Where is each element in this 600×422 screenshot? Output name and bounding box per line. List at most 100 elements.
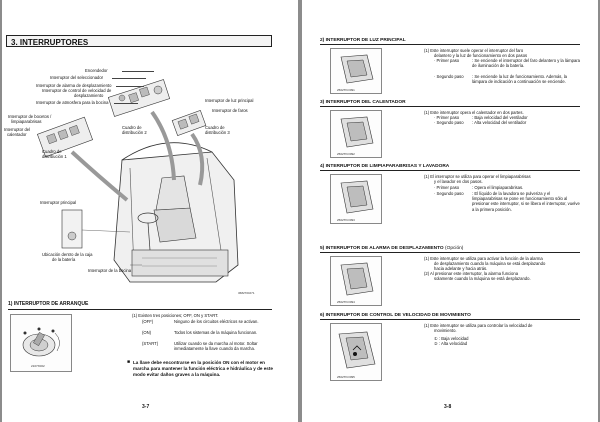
section-line: (1) Este interruptor se utiliza para act… xyxy=(424,256,543,261)
page-number: 3-7 xyxy=(142,404,150,410)
speed-option-low: ① : Baja velocidad xyxy=(434,336,469,341)
arranque-fig-code: 2107X002 xyxy=(31,364,45,368)
rocker-switch-icon xyxy=(338,331,376,369)
item-value: Ninguno de los circuitos eléctricos se a… xyxy=(174,319,259,324)
callout-ubicacion: Ubicación dentro de la caja xyxy=(42,252,93,257)
callout-bocina: Interruptor de la bocina xyxy=(88,268,132,273)
fig-code: 2502TKO094 xyxy=(337,300,355,304)
section-title: 4) INTERRUPTOR DE LIMPIAPARABRISAS Y LAV… xyxy=(320,164,450,169)
wiper-switch-figure: 2502TKO093 xyxy=(330,174,382,224)
callout-cuadro-1b: distribución 1 xyxy=(42,154,67,159)
light-switch-figure: 2502TKO091 xyxy=(330,48,382,94)
fig-code: 2502TKO095 xyxy=(337,375,355,379)
divider xyxy=(320,170,580,171)
callout-limpia-2: limpiaparabrisas xyxy=(11,119,42,124)
arranque-item-on: (ON) Todos los sistemas de la máquina fun… xyxy=(142,330,272,335)
step-value: : Opera el limpiaparabrisas. xyxy=(472,185,524,190)
divider xyxy=(320,319,580,320)
rocker-switch-icon xyxy=(340,180,374,214)
arranque-item-off: (OFF) Ninguno de los circuitos eléctricos… xyxy=(142,319,272,324)
divider xyxy=(8,309,272,310)
section-line: y el lavador en dos pasos. xyxy=(434,179,483,184)
arranque-figure: 2107X002 xyxy=(10,314,72,372)
divider xyxy=(320,44,580,45)
item-key: (START) xyxy=(142,341,159,346)
section-line: solamente cuando la máquina se está desp… xyxy=(434,276,531,281)
callout-calentador: Interruptor del xyxy=(4,127,31,132)
callout-luz-principal: Interruptor de luz principal xyxy=(205,98,254,103)
callout-atmosfera: Interruptor de atmosfera para la bocina xyxy=(36,100,109,105)
section-title: 3) INTERRUPTOR DEL CALENTADOR xyxy=(320,100,406,105)
section-title: 5) INTERRUPTOR DE ALARMA DE DESPLAZAMIEN… xyxy=(320,246,463,251)
page-number: 3-8 xyxy=(444,404,452,410)
rocker-switch-icon xyxy=(340,54,374,84)
warning-mark: ■ xyxy=(127,359,131,365)
item-value: Todos los sistemas de la máquina funcion… xyxy=(174,330,258,335)
arranque-item-start: (START) Utilizar cuando se da marcha al m… xyxy=(142,341,272,351)
step-value: : Se enciende el interruptor del faro de… xyxy=(472,58,581,69)
step-key: · Primer paso xyxy=(434,185,460,190)
step-value: : Se enciende la luz de funcionamiento. … xyxy=(472,74,567,85)
step-key: · Primer paso xyxy=(434,58,460,63)
step-item: · Segundo paso : Se enciende la luz de fu… xyxy=(434,74,580,84)
speed-option-high: ② : Alta velocidad xyxy=(434,341,468,346)
step-item: · Primer paso : Se enciende el interrupto… xyxy=(434,58,580,68)
leader-line xyxy=(114,103,138,104)
key-switch-icon xyxy=(22,327,60,357)
item-key: (OFF) xyxy=(142,319,154,324)
step-value: : Baja velocidad del ventilador xyxy=(472,115,528,120)
callout-encendedor: Encendedor xyxy=(85,68,108,73)
step-value: : Alta velocidad del ventilador xyxy=(472,120,527,125)
callout-cuadro-3b: distribución 3 xyxy=(205,130,230,135)
section-title-suffix: (Opción) xyxy=(445,246,464,251)
callout-alarma-3: desplazamiento xyxy=(74,93,104,98)
divider xyxy=(320,106,580,107)
section-line: delantero y la luz de funcionamiento en … xyxy=(434,53,528,58)
speed-switch-figure: 2502TKO095 xyxy=(330,323,382,381)
alarm-switch-figure: 2502TKO094 xyxy=(330,256,382,306)
heater-switch-figure: 2502TKO092 xyxy=(330,110,382,158)
cabin-illustration xyxy=(37,79,239,283)
item-value: Utilizar cuando se da marcha al motor. S… xyxy=(174,341,258,352)
callout-alarma: Interruptor de alarma de desplazamiento xyxy=(36,83,112,88)
item-key: (ON) xyxy=(142,330,152,335)
callout-cuadro-2b: distribución 2 xyxy=(122,130,147,135)
rocker-switch-icon xyxy=(340,262,374,296)
step-item: · Primer paso: Baja velocidad del ventil… xyxy=(434,115,580,120)
section-header: 3. INTERRUPTORES xyxy=(6,35,272,47)
fig-code: 2502TKO093 xyxy=(337,218,355,222)
arranque-title: 1) INTERRUPTOR DE ARRANQUE xyxy=(8,301,89,307)
leader-line xyxy=(112,78,146,79)
step-item: · Primer paso : Opera el limpiaparabrisas… xyxy=(434,185,580,190)
section-line: hacia adelante y hacia atrás. xyxy=(434,266,488,271)
section-title-text: 5) INTERRUPTOR DE ALARMA DE DESPLAZAMIEN… xyxy=(320,246,444,251)
right-page: 2) INTERRUPTOR DE LUZ PRINCIPAL 2502TKO0… xyxy=(302,0,598,422)
step-key: · Segundo paso xyxy=(434,74,464,79)
section-title: 3. INTERRUPTORES xyxy=(11,37,89,47)
arranque-intro: (1) Existen tres posiciones; OFF, ON y S… xyxy=(132,313,219,318)
callout-seleccionador: Interruptor del seleccionador xyxy=(50,75,104,80)
section-line: (1) El interruptor se utiliza para opera… xyxy=(424,174,531,179)
callout-cuadro-3: Cuadro de xyxy=(205,125,225,130)
callout-faros: Interruptor de faros xyxy=(212,108,248,113)
callout-limpia: Interruptor de bocetos / xyxy=(8,114,52,119)
leader-line xyxy=(122,71,154,72)
fig-code: 2502TKO092 xyxy=(337,152,355,156)
callout-cuadro-1: Cuadro de xyxy=(42,149,62,154)
section-line: (1) Este interruptor se utiliza para con… xyxy=(424,323,533,328)
figure-code: 3682700J71 xyxy=(238,291,255,295)
section-line: movimiento. xyxy=(434,328,457,333)
section-line: (2) Al presionar este interruptor, la al… xyxy=(424,271,519,276)
step-key: · Segundo paso xyxy=(434,120,464,125)
step-item: · Segundo paso: El líquido de la lavador… xyxy=(434,191,580,212)
step-value: : El líquido de la lavadora se pulveriza… xyxy=(472,191,580,212)
section-line: (1) Este interruptor suele operar el int… xyxy=(424,48,524,53)
section-line: (1) Este interruptor opera el calentador… xyxy=(424,110,524,115)
step-item: · Segundo paso : Alta velocidad del venti… xyxy=(434,120,580,125)
callout-calentador-2: calentador xyxy=(7,132,27,137)
section-title: 6) INTERRUPTOR DE CONTROL DE VELOCIDAD D… xyxy=(320,313,471,318)
divider xyxy=(320,252,580,253)
rocker-switch-icon xyxy=(340,116,374,148)
callout-ubicacion-2: de la batería xyxy=(52,257,76,262)
leader-line xyxy=(116,86,144,87)
